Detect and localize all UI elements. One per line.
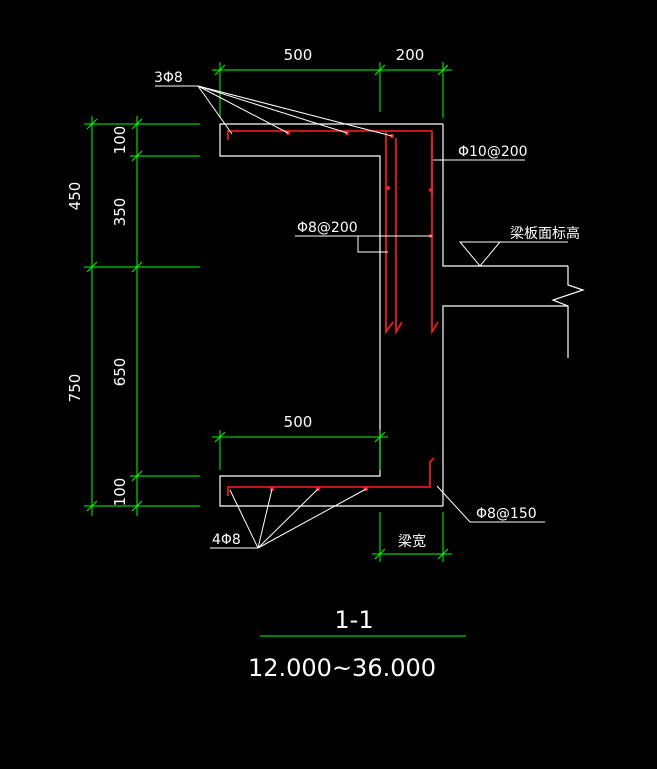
- rebar-vertical-right: [431, 138, 439, 335]
- concrete-outline: [219, 123, 585, 507]
- leader-lines: [155, 85, 568, 549]
- dim-top-left-width: 500: [284, 46, 313, 64]
- label-top-bars: 3Φ8: [154, 70, 183, 86]
- outline-right-upper: [442, 124, 568, 267]
- outline-right-lower: [442, 305, 568, 506]
- dimension-lines: [84, 62, 466, 637]
- rebar-bottom-horizontal: [227, 457, 435, 496]
- label-slab-elevation: 梁板面标高: [510, 225, 580, 242]
- label-bottom-stirrup: Φ8@150: [476, 506, 537, 522]
- dim-segment-100-bottom: 100: [111, 478, 129, 507]
- rebar-vertical-left: [385, 131, 394, 335]
- label-bottom-bars: 4Φ8: [212, 532, 241, 548]
- rebar-group: [227, 130, 439, 496]
- rebar-top-horizontal: [227, 130, 433, 196]
- dim-segment-350: 350: [111, 198, 129, 227]
- rebar-vertical-inner: [395, 138, 403, 335]
- label-middle-bar: Φ8@200: [297, 220, 358, 236]
- slab-break-line: [551, 266, 585, 358]
- dim-left-total-bottom: 750: [66, 374, 84, 403]
- rebar-dot: [429, 188, 433, 192]
- outline-top-lip: [219, 123, 443, 507]
- dim-left-total-top: 450: [66, 182, 84, 211]
- elevation-range: 12.000~36.000: [248, 654, 436, 682]
- dim-segment-650: 650: [111, 358, 129, 387]
- dim-bottom-width: 500: [284, 413, 313, 431]
- label-vertical-stirrup: Φ10@200: [458, 144, 528, 160]
- dim-segment-100-top: 100: [111, 126, 129, 155]
- dim-top-right-width: 200: [396, 46, 425, 64]
- rebar-dot: [386, 186, 390, 190]
- section-title: 1-1: [334, 606, 373, 634]
- dim-beam-width: 梁宽: [398, 533, 426, 550]
